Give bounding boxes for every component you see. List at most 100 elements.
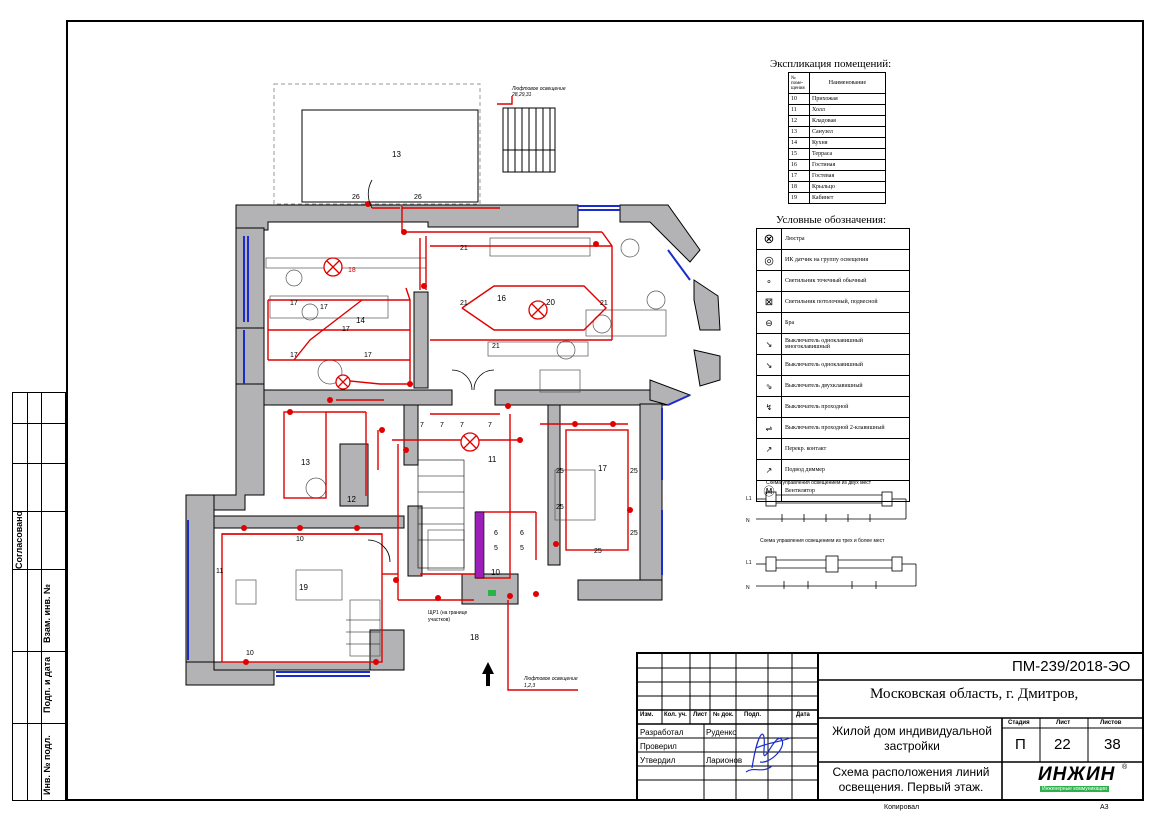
legend-label: Светильник точечный обычный	[781, 270, 910, 292]
scheme-three-title: Схема управления освещением из трех и бо…	[760, 538, 885, 544]
dimmer-icon: ↗	[756, 459, 782, 481]
signature-image	[745, 733, 791, 773]
project-title: Жилой дом индивидуальной застройки	[832, 724, 992, 753]
cell: Холл	[809, 104, 886, 116]
room-number: 18	[470, 633, 479, 642]
cell: Кухня	[809, 137, 886, 149]
tb-role-approver: Утвердил	[640, 756, 676, 765]
line-label: 21	[600, 300, 608, 307]
tb-role-checker: Проверил	[640, 742, 677, 751]
line-label: 11	[216, 568, 224, 575]
legend-row: ↗Подвод диммер	[756, 459, 910, 481]
line-label: 7	[488, 422, 492, 429]
scheme-two-l-label: L1	[746, 496, 752, 502]
room-number: 13	[392, 150, 401, 159]
line-label: 17	[290, 300, 298, 307]
line-label: 25	[630, 468, 638, 475]
legend-label: Выключатель проходной	[781, 396, 910, 418]
room-number: 12	[347, 495, 356, 504]
legend-label: Светильник потолочный, подвесной	[781, 291, 910, 313]
line-label: 17	[364, 352, 372, 359]
scheme-three-n-label: N	[746, 585, 750, 591]
switch-pass-icon: ↯	[756, 396, 782, 418]
cell: Санузел	[809, 126, 886, 138]
switch-one-key-icon: ↘	[756, 354, 782, 376]
sheets-value: 38	[1104, 736, 1121, 753]
legend-label: Перекр. контакт	[781, 438, 910, 460]
cell: Кабинет	[809, 192, 886, 204]
tb-header-kol: Кол. уч.	[664, 712, 687, 718]
tb-name-approver: Ларионов	[706, 756, 743, 765]
explication-header-number: № поме-щения	[788, 72, 810, 94]
line-label: 26	[414, 194, 422, 201]
riser-top-label: Люфтовое освещение 28,29,31	[512, 86, 566, 98]
cell: 16	[788, 159, 810, 171]
tb-header-sign: Подп.	[744, 712, 761, 718]
copied-label: Копировал	[884, 804, 920, 811]
legend-row: ⇌Выключатель проходной 2-клавишный	[756, 417, 910, 439]
line-label: 17	[290, 352, 298, 359]
logo-subtitle: Инженерные коммуникации	[1040, 786, 1109, 792]
spotlight-icon: ∘	[756, 270, 782, 292]
line-label: 21	[460, 300, 468, 307]
scheme-three-diagram	[756, 555, 917, 589]
scheme-two-n-label: N	[746, 518, 750, 524]
switch-two-key-icon: ⇘	[756, 375, 782, 397]
line-label: 6	[520, 530, 524, 537]
logo-text: ИНЖИН	[1038, 764, 1116, 785]
room-number: 10	[491, 568, 500, 577]
line-label: 7	[440, 422, 444, 429]
ceiling-light-icon: ⊠	[756, 291, 782, 313]
legend-row: ⇘Выключатель двухклавишный	[756, 375, 910, 397]
cell: Прихожая	[809, 93, 886, 105]
cell: 18	[788, 181, 810, 193]
cell: Гостиная	[809, 159, 886, 171]
line-label: 5	[520, 545, 524, 552]
line-label: 17	[320, 304, 328, 311]
ir-sensor-icon: ◎	[756, 249, 782, 271]
title-block: Изм. Кол. уч. Лист № док. Подп. Дата Раз…	[636, 652, 1144, 801]
explication-header-name: Наименование	[809, 72, 886, 94]
drawing-title: Схема расположения линий освещения. Перв…	[832, 765, 990, 794]
tb-header-list: Лист	[693, 712, 708, 718]
cell: 12	[788, 115, 810, 127]
room-number: 20	[546, 298, 555, 307]
legend-title: Условные обозначения:	[776, 214, 887, 226]
sheets-header: Листов	[1100, 720, 1122, 726]
legend-row: ⊗Люстра	[756, 228, 910, 250]
legend-row: ⊖Бра	[756, 312, 910, 334]
legend-table: ⊗Люстра ◎ИК датчик на группу освещения ∘…	[756, 228, 910, 502]
cell: Кладовая	[809, 115, 886, 127]
legend-row: ↗Перекр. контакт	[756, 438, 910, 460]
legend-label: Вентилятор	[781, 480, 910, 502]
room-number: 13	[301, 458, 310, 467]
cell: 14	[788, 137, 810, 149]
line-label: 10	[246, 650, 254, 657]
legend-label: Выключатель двухклавишный	[781, 375, 910, 397]
registered-mark-icon: ®	[1122, 764, 1128, 771]
cell: 10	[788, 93, 810, 105]
legend-row: ↘Выключатель одноклавишный	[756, 354, 910, 376]
cross-switch-icon: ↗	[756, 438, 782, 460]
sconce-icon: ⊖	[756, 312, 782, 334]
room-number: 16	[497, 294, 506, 303]
line-label: 7	[420, 422, 424, 429]
tb-name-developer: Руденко	[706, 728, 737, 737]
drawing-frame	[66, 20, 1144, 801]
scheme-two-title: Схема управления освещением из двух мест	[766, 480, 872, 486]
tb-header-doc: № док.	[713, 712, 734, 718]
explication-title: Экспликация помещений:	[770, 58, 892, 70]
line-label: 25	[556, 468, 564, 475]
line-label: 5	[494, 545, 498, 552]
